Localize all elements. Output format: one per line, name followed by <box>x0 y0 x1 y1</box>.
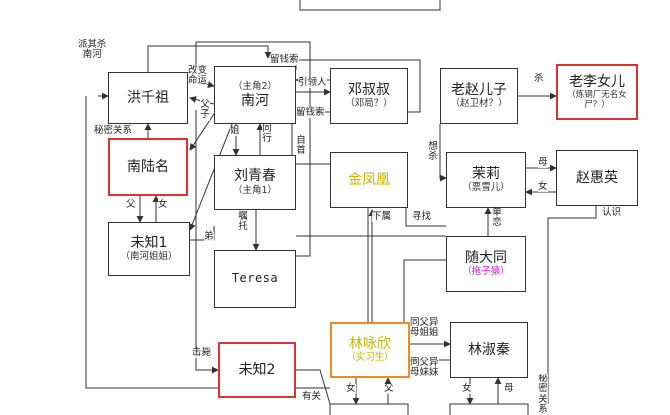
label-sha-1: 杀 <box>534 73 544 85</box>
node-title: Teresa <box>231 271 279 286</box>
node-title: 茉莉 <box>472 165 500 182</box>
label-mu: 母 <box>538 157 548 169</box>
node-title: 赵惠英 <box>576 169 618 186</box>
node-sui-datong[interactable]: 随大同 （拖子猿） <box>446 236 526 292</box>
node-weizhi2[interactable]: 未知2 <box>218 342 296 398</box>
label-zi-shou: 自首 <box>296 135 306 157</box>
node-title: 未知2 <box>238 361 276 378</box>
node-zhao-huiying[interactable]: 赵惠英 <box>556 150 638 206</box>
node-weizhi1[interactable]: 未知1 （南河姐姐） <box>108 222 190 276</box>
node-hong-qianzu[interactable]: 洪千祖 <box>108 72 188 124</box>
node-title: 林淑秦 <box>468 341 510 358</box>
node-subtitle: （实习生） <box>346 352 394 364</box>
label-xun-zhao: 寻找 <box>412 211 432 223</box>
node-lin-shuqin[interactable]: 林淑秦 <box>450 322 528 378</box>
label-you-guan: 有关 <box>302 391 322 403</box>
bottom-box-b <box>449 403 529 415</box>
label-mimi-guanxi-2: 秘密关系 <box>538 374 548 415</box>
node-title: 刘青春 <box>234 168 276 185</box>
edge-sui-lin <box>403 259 448 322</box>
node-title: 南陆名 <box>127 158 169 175</box>
node-subtitle: （赵卫材？） <box>450 98 508 110</box>
node-subtitle: （南河姐姐） <box>120 251 178 263</box>
edge-renshi <box>547 206 597 232</box>
label-nu-1: 女 <box>538 181 548 193</box>
label-xia-shu: 下属 <box>372 211 392 223</box>
node-lao-zhao-erzi[interactable]: 老赵儿子 （赵卫材？） <box>440 68 518 124</box>
label-nu-4: 女 <box>462 383 472 395</box>
node-subtitle: （票雪儿） <box>462 182 510 194</box>
bottom-box-a <box>329 403 409 415</box>
edge-sha2 <box>195 110 219 374</box>
node-liu-qingchun[interactable]: 刘青春 （主角1） <box>214 155 296 210</box>
label-tong-hang: 同行 <box>262 123 272 145</box>
edge-weizhi2-youguan <box>296 369 331 405</box>
label-xiang-sha: 想杀 <box>428 141 438 163</box>
edge-nanhe-nanlu <box>189 113 215 151</box>
node-subtitle: （拖子猿） <box>462 266 510 278</box>
edge-hong-frame <box>147 45 272 72</box>
label-fuzi: 父子 <box>200 99 210 121</box>
edge-nanhe-weizhi1 <box>189 123 233 231</box>
label-nu-3: 女 <box>346 383 356 395</box>
label-liu-qian-suo-1: 留钱索 <box>270 54 299 66</box>
node-title: 金凤凰 <box>348 171 390 188</box>
label-paiqisha-nanhe: 派其杀 南河 <box>78 39 107 61</box>
node-title: 老李女儿 <box>569 73 625 90</box>
edge-teresa-frame <box>195 41 311 257</box>
label-jie: 姐 <box>230 125 240 137</box>
node-title: 南河 <box>241 92 269 109</box>
node-title: 未知1 <box>130 234 168 251</box>
node-subtitle: （邓局？） <box>345 98 393 110</box>
label-yinling-ren: 引领人 <box>298 77 327 89</box>
edge-xunzhao <box>405 208 446 227</box>
node-mo-li[interactable]: 茉莉 （票雪儿） <box>446 152 526 208</box>
node-nan-luming[interactable]: 南陆名 <box>108 138 188 196</box>
node-subtitle: （主角1） <box>232 184 278 196</box>
edge-di <box>190 226 215 241</box>
node-teresa[interactable]: Teresa <box>214 250 296 308</box>
node-title: 邓叔叔 <box>348 81 390 98</box>
label-dan-lian: 单恋 <box>492 207 502 229</box>
label-fu-1: 父 <box>126 199 136 211</box>
label-zhu-tuo: 嘱托 <box>238 211 248 233</box>
label-ren-shi: 认识 <box>602 207 622 219</box>
node-title: 洪千祖 <box>127 89 169 106</box>
label-di: 弟 <box>204 231 214 243</box>
label-tong-fu-yi-mu-meimei: 同父异 母妹妹 <box>410 357 439 379</box>
node-subtitle: （主角2） <box>232 80 278 92</box>
node-title: 老赵儿子 <box>451 81 507 98</box>
label-tong-fu-yi-mu-jiejie: 同父异 母姐姐 <box>410 317 439 339</box>
label-liu-qian-suo-2: 留钱索 <box>296 107 325 119</box>
node-title: 林咏欣 <box>349 335 391 352</box>
node-subtitle: （炼钢厂无名女尸？） <box>567 89 627 110</box>
label-mimi-guanxi: 秘密关系 <box>94 125 133 137</box>
node-title: 随大同 <box>465 249 507 266</box>
node-deng-shushu[interactable]: 邓叔叔 （邓局？） <box>330 68 408 124</box>
label-mu-2: 母 <box>504 383 514 395</box>
edge-xiangsha <box>439 124 447 182</box>
label-gaibian-mingyun: 改变 命运 <box>188 65 208 87</box>
node-lin-yongxin[interactable]: 林咏欣 （实习生） <box>330 322 410 378</box>
label-nu-2: 女 <box>158 199 168 211</box>
node-jin-fenghuang[interactable]: 金凤凰 <box>330 152 408 208</box>
label-sha-2: 击毙 <box>192 347 212 359</box>
node-lao-li-nuer[interactable]: 老李女儿 （炼钢厂无名女尸？） <box>556 64 638 120</box>
node-nan-he[interactable]: （主角2） 南河 <box>214 66 296 124</box>
top-box-frame <box>299 0 441 11</box>
label-fu-2: 父 <box>384 383 394 395</box>
